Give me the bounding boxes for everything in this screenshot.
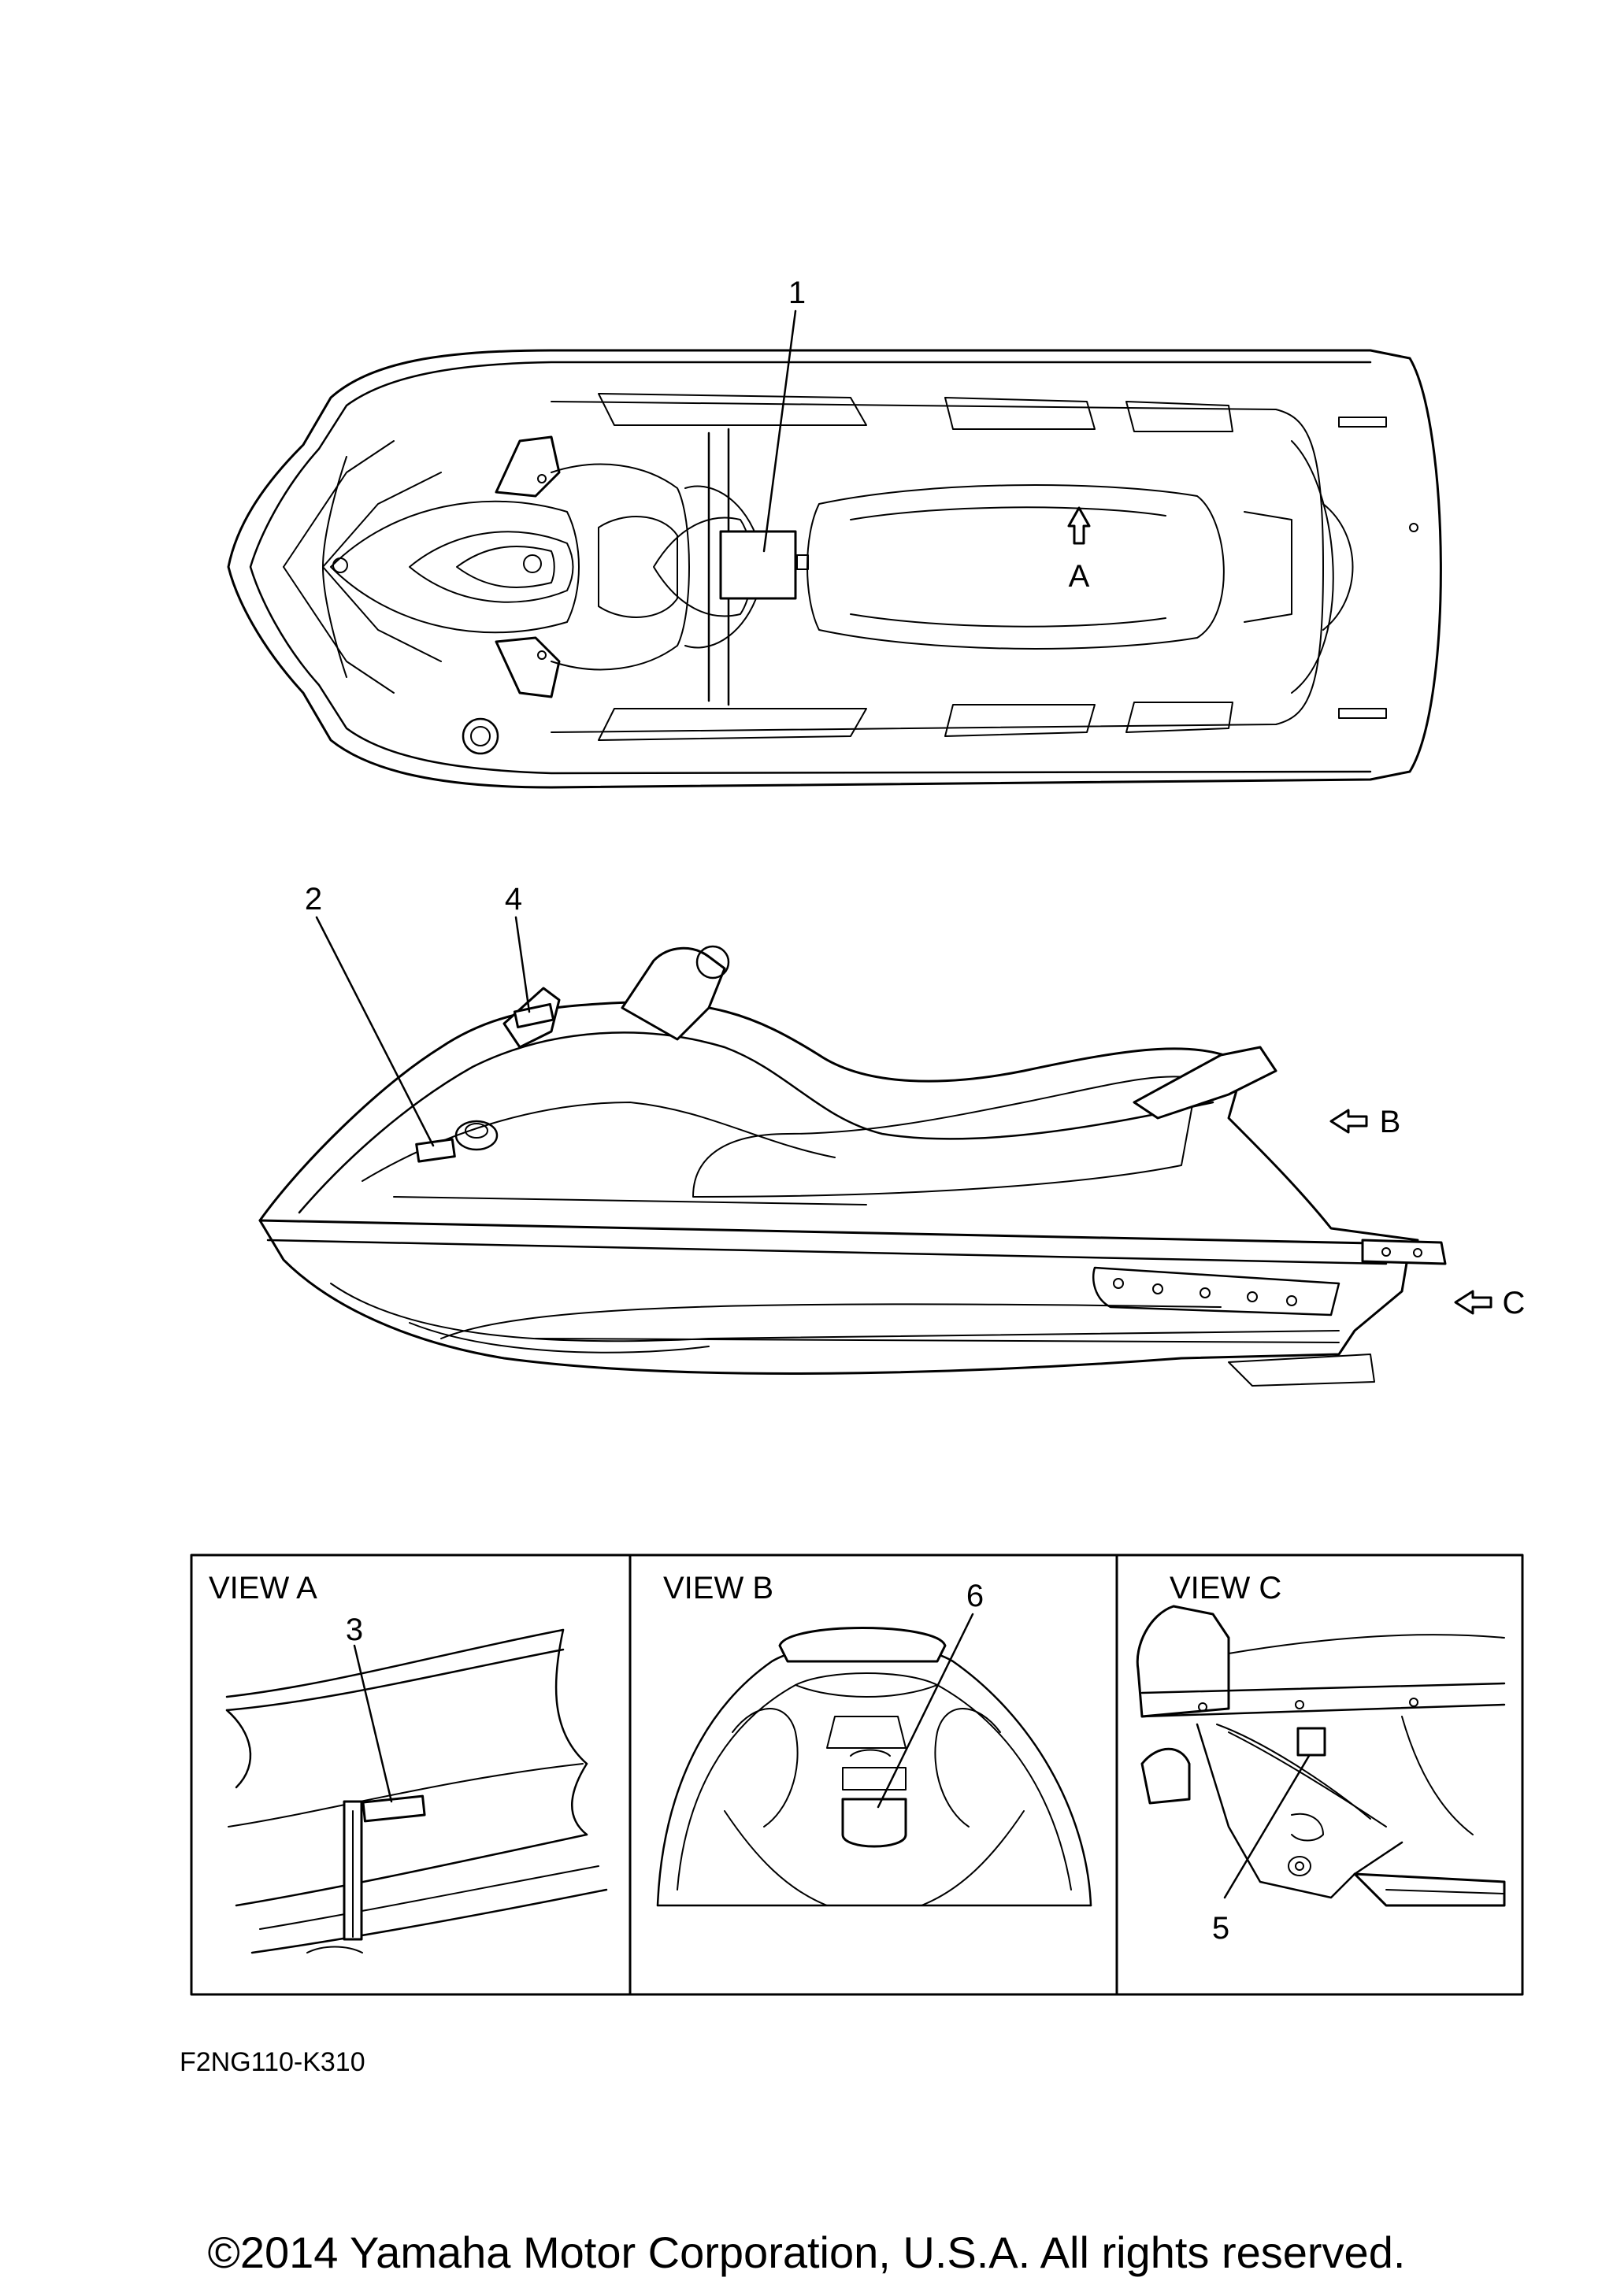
view-b-detail: VIEW B 6 bbox=[656, 1571, 1092, 1907]
view-c-detail: VIEW C 5 bbox=[1136, 1571, 1506, 1946]
label-6-location bbox=[841, 1798, 907, 1848]
view-arrow-b: B bbox=[1380, 1105, 1401, 1139]
callout-1: 1 bbox=[788, 276, 806, 310]
panel-title-view-b: VIEW B bbox=[663, 1571, 773, 1605]
detail-views-panel: VIEW A 3 VIEW B bbox=[190, 1554, 1524, 1996]
label-3-location bbox=[362, 1794, 426, 1823]
arrow-b-icon bbox=[1329, 1109, 1368, 1134]
view-arrow-a: A bbox=[1069, 559, 1090, 594]
label-2-location bbox=[415, 1138, 456, 1163]
callout-5: 5 bbox=[1212, 1911, 1229, 1946]
diagram-code: F2NG110-K310 bbox=[180, 2047, 365, 2077]
panel-title-view-a: VIEW A bbox=[209, 1571, 317, 1605]
callout-3: 3 bbox=[346, 1613, 363, 1647]
callout-4: 4 bbox=[505, 882, 522, 917]
arrow-c-icon bbox=[1454, 1290, 1492, 1315]
view-arrow-c: C bbox=[1503, 1286, 1526, 1320]
side-view-watercraft: 2 4 B C bbox=[258, 882, 1526, 1387]
label-1-location bbox=[719, 530, 797, 600]
callout-6: 6 bbox=[966, 1579, 984, 1613]
panel-title-view-c: VIEW C bbox=[1170, 1571, 1281, 1605]
label-4-location bbox=[513, 1002, 555, 1029]
label-5-location bbox=[1296, 1727, 1326, 1757]
callout-2: 2 bbox=[305, 882, 322, 917]
view-a-detail: VIEW A 3 bbox=[209, 1571, 608, 1954]
arrow-a-icon bbox=[1067, 506, 1091, 545]
copyright-notice: ©2014 Yamaha Motor Corporation, U.S.A. A… bbox=[208, 2227, 1406, 2277]
top-view-watercraft: 1 A bbox=[227, 276, 1442, 789]
